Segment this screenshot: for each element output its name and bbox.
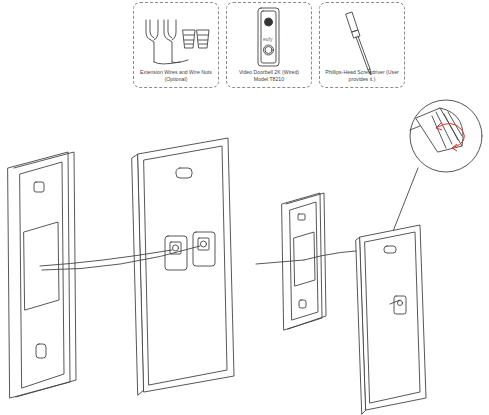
item-caption: Extension Wires and Wire Nuts (Optional) <box>137 69 215 82</box>
item-caption: Phillips-Head Screwdriver (User provides… <box>323 69 401 82</box>
item-box: Video Doorbell 2K (Wired) Model:T8210 <box>226 2 312 88</box>
extension-wires-icon <box>146 20 209 64</box>
item-box: Extension Wires and Wire Nuts (Optional) <box>133 2 219 88</box>
rotation-arrow <box>436 123 464 151</box>
mounting-plate <box>8 152 76 398</box>
screwdriver-icon <box>346 12 371 75</box>
doorbell-back <box>356 225 426 414</box>
brand-text: eufy <box>263 36 272 42</box>
wire <box>42 246 200 270</box>
item-caption: Video Doorbell 2K (Wired) Model:T8210 <box>230 69 308 82</box>
wire <box>256 260 304 264</box>
doorbell-front-icon <box>258 8 279 66</box>
item-box: Phillips-Head Screwdriver (User provides… <box>319 2 405 88</box>
magnifier-callout <box>410 100 482 172</box>
doorbell-back <box>132 138 234 395</box>
